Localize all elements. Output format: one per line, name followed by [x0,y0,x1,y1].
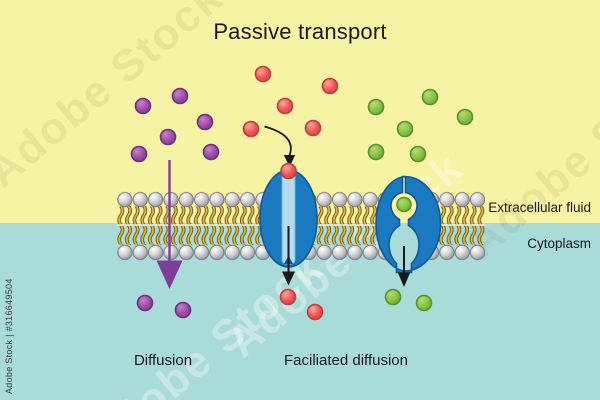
diffusion-label: Diffusion [133,352,193,369]
diffusion-arrow [156,160,183,289]
red-extracellular-molecule [276,97,294,115]
stock-id-watermark: Adobe Stock | #316649504 [4,278,14,394]
purple-extracellular-molecule [134,97,152,115]
channel-entry-arrow [264,125,296,167]
green-extracellular-molecule [421,88,439,106]
purple-extracellular-molecule [159,128,177,146]
cytoplasm-label: Cytoplasm [527,236,591,251]
carrier-transport-arrow-head [397,272,411,287]
green-extracellular-molecule [367,98,385,116]
green-extracellular-molecule [367,143,385,161]
red-extracellular-molecule [304,119,322,137]
green-extracellular-molecule [456,108,474,126]
molecule-layer [130,65,474,321]
purple-extracellular-molecule [130,145,148,163]
green-cytoplasm-molecule [415,294,433,312]
green-extracellular-molecule [409,145,427,163]
purple-extracellular-molecule [171,87,189,105]
diagram-title: Passive transport [213,19,387,44]
green-extracellular-molecule [396,120,414,138]
purple-extracellular-molecule [196,113,214,131]
facilitated-diffusion-label: Faciliated diffusion [284,352,408,369]
red-cytoplasm-molecule [279,288,297,306]
channel-transport-arrow-head [282,271,295,286]
extracellular-fluid-label: Extracellular fluid [488,200,591,215]
red-extracellular-molecule [254,65,272,83]
red-extracellular-molecule [321,77,339,95]
carrier-protein-body [375,175,442,274]
green-cytoplasm-molecule [384,288,402,306]
diffusion-arrow-head [156,260,183,289]
channel-protein [259,169,318,286]
channel-entry-arrow-head [283,155,296,167]
red-in-channel-molecule [280,162,297,180]
red-cytoplasm-molecule [306,303,324,321]
green-in-carrier-molecule [396,196,412,213]
purple-cytoplasm-molecule [174,301,192,319]
purple-extracellular-molecule [202,143,220,161]
red-extracellular-molecule [242,120,260,138]
channel-entry-arrow-shaft [264,125,292,156]
purple-cytoplasm-molecule [136,294,154,312]
